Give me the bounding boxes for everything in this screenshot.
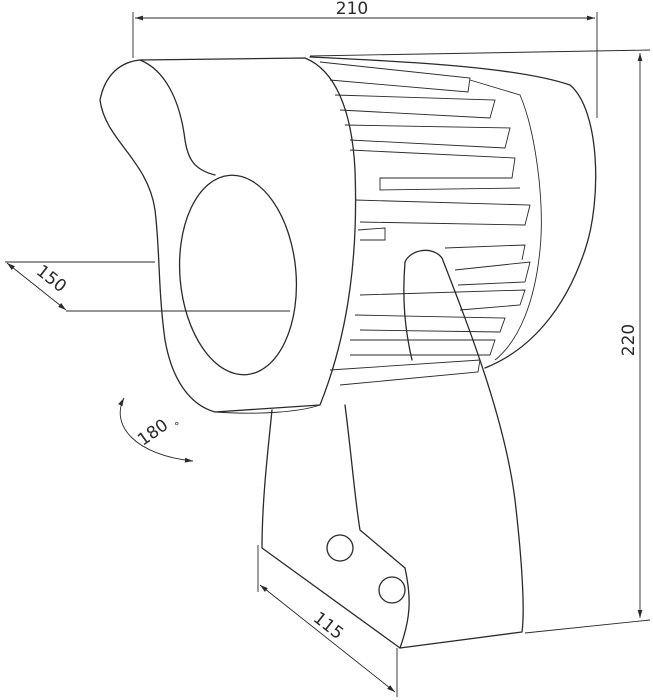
bolt-hole-2 [378,576,406,604]
bolt-hole-1 [326,534,354,562]
degree-symbol: ° [174,420,180,433]
rotation-label: 180 [134,415,172,450]
height-label: 220 [619,324,639,356]
width-label: 210 [336,0,368,19]
rear-housing [309,56,597,369]
dimension-diameter: 150 [5,261,290,312]
front-ring [99,57,357,414]
dimension-base: 115 [257,545,398,697]
lens-opening [178,174,298,376]
cooling-fins [319,61,542,386]
dimension-width: 210 [132,0,598,118]
diameter-label: 150 [32,261,70,297]
rotation-indicator: 180 ° [118,397,194,463]
dimension-height: 220 [309,49,651,634]
mounting-bracket [261,249,524,649]
base-label: 115 [309,608,347,644]
